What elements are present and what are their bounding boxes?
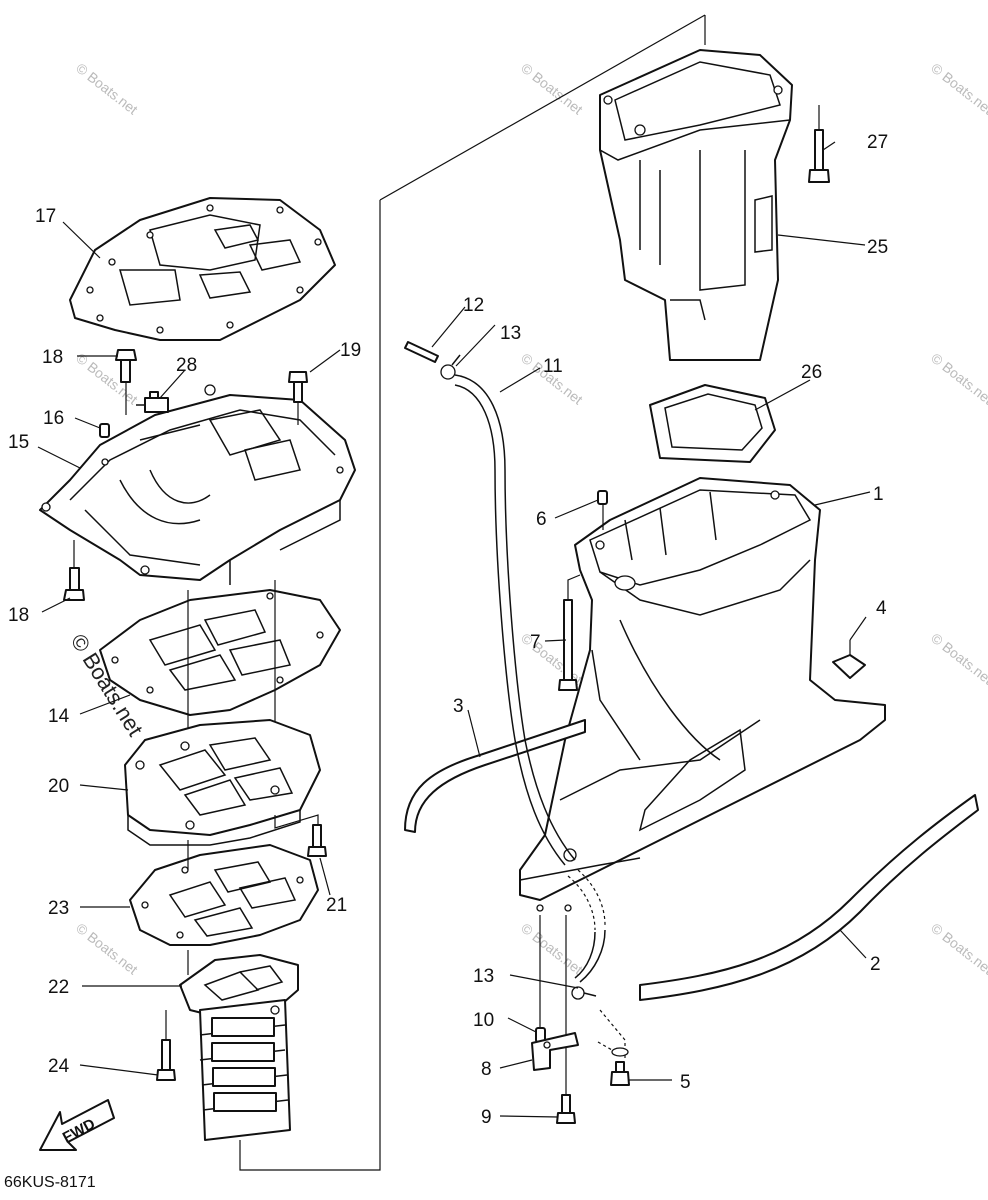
part-11-hose[interactable] [454, 374, 606, 983]
fwd-arrow-icon: FWD [39, 1099, 115, 1151]
part-13-clip-top[interactable] [440, 354, 461, 380]
watermark: © Boats.net [928, 350, 988, 408]
part-12-nipple[interactable] [404, 341, 439, 363]
part-14-gasket[interactable] [99, 589, 341, 716]
part-19-bolt[interactable] [288, 371, 308, 425]
callout-2[interactable]: 2 [870, 954, 881, 975]
callout-19[interactable]: 19 [340, 340, 361, 361]
callout-3[interactable]: 3 [453, 696, 464, 717]
callout-24[interactable]: 24 [48, 1056, 70, 1077]
part-25-oil-pan[interactable] [599, 49, 793, 361]
part-9-bolt[interactable] [556, 1094, 576, 1124]
callout-27[interactable]: 27 [867, 132, 888, 153]
watermark: © Boats.net [928, 630, 988, 688]
callout-20[interactable]: 20 [48, 776, 69, 797]
callout-11[interactable]: 11 [543, 356, 563, 377]
part-13-clip-bottom[interactable] [571, 986, 597, 1000]
callout-15[interactable]: 15 [8, 432, 29, 453]
callout-17[interactable]: 17 [35, 206, 56, 227]
part-3-seal-strip[interactable] [404, 719, 586, 833]
part-15-exhaust-guide[interactable] [39, 384, 356, 585]
callout-18-lower[interactable]: 18 [8, 605, 29, 626]
part-8-water-pipe-joint[interactable] [531, 1032, 579, 1071]
callout-13-lower[interactable]: 13 [473, 966, 494, 987]
watermark: © Boats.net [518, 920, 586, 978]
part-26-gasket[interactable] [649, 384, 776, 463]
watermark: © Boats.net [518, 630, 586, 688]
callout-6[interactable]: 6 [536, 509, 547, 530]
callout-18[interactable]: 18 [42, 347, 63, 368]
callout-14[interactable]: 14 [48, 706, 70, 727]
callout-26[interactable]: 26 [801, 362, 822, 383]
part-1-upper-casing[interactable] [519, 477, 886, 912]
part-2-seal-strip[interactable] [639, 794, 979, 1001]
drawing-code: 66KUS-8171 [4, 1174, 96, 1191]
callout-21[interactable]: 21 [326, 895, 347, 916]
part-4-grommet[interactable] [832, 640, 866, 679]
callout-4[interactable]: 4 [876, 598, 887, 619]
watermark: © Boats.net [928, 920, 988, 978]
part-6-dowel-pin[interactable] [597, 490, 608, 530]
part-18-bolt-bottom[interactable] [63, 540, 85, 601]
callout-10[interactable]: 10 [473, 1010, 494, 1031]
part-24-bolt[interactable] [156, 1010, 176, 1081]
part-18-bolt-top[interactable] [115, 349, 137, 415]
callout-labels: 1 2 3 4 5 6 7 8 9 10 11 12 13 13 14 15 1… [8, 132, 888, 1128]
part-21-bolt[interactable] [274, 814, 327, 857]
callout-12[interactable]: 12 [463, 295, 484, 316]
callout-8[interactable]: 8 [481, 1059, 492, 1080]
washer-detail [597, 1041, 629, 1057]
part-22-exhaust-manifold[interactable] [179, 954, 299, 1141]
callout-22[interactable]: 22 [48, 977, 69, 998]
callout-13[interactable]: 13 [500, 323, 521, 344]
watermark: © Boats.net [928, 60, 988, 118]
callout-1[interactable]: 1 [873, 484, 884, 505]
group-frame [239, 14, 706, 1171]
callout-28[interactable]: 28 [176, 355, 197, 376]
callout-25[interactable]: 25 [867, 237, 888, 258]
watermark: © Boats.net [73, 920, 141, 978]
callout-5[interactable]: 5 [680, 1072, 691, 1093]
callout-23[interactable]: 23 [48, 898, 69, 919]
part-17-gasket[interactable] [69, 197, 336, 341]
part-23-gasket[interactable] [129, 844, 319, 946]
callout-7[interactable]: 7 [530, 632, 541, 653]
lower-fitting-guides [539, 915, 626, 1095]
callout-16[interactable]: 16 [43, 408, 64, 429]
part-16-dowel-pin[interactable] [99, 423, 110, 438]
part-27-bolt[interactable] [808, 105, 830, 183]
part-20-exhaust-plate[interactable] [124, 719, 321, 846]
callout-leaders [37, 141, 871, 1118]
part-5-bolt[interactable] [610, 1061, 630, 1086]
callout-9[interactable]: 9 [481, 1107, 492, 1128]
watermark: © Boats.net [73, 60, 141, 118]
